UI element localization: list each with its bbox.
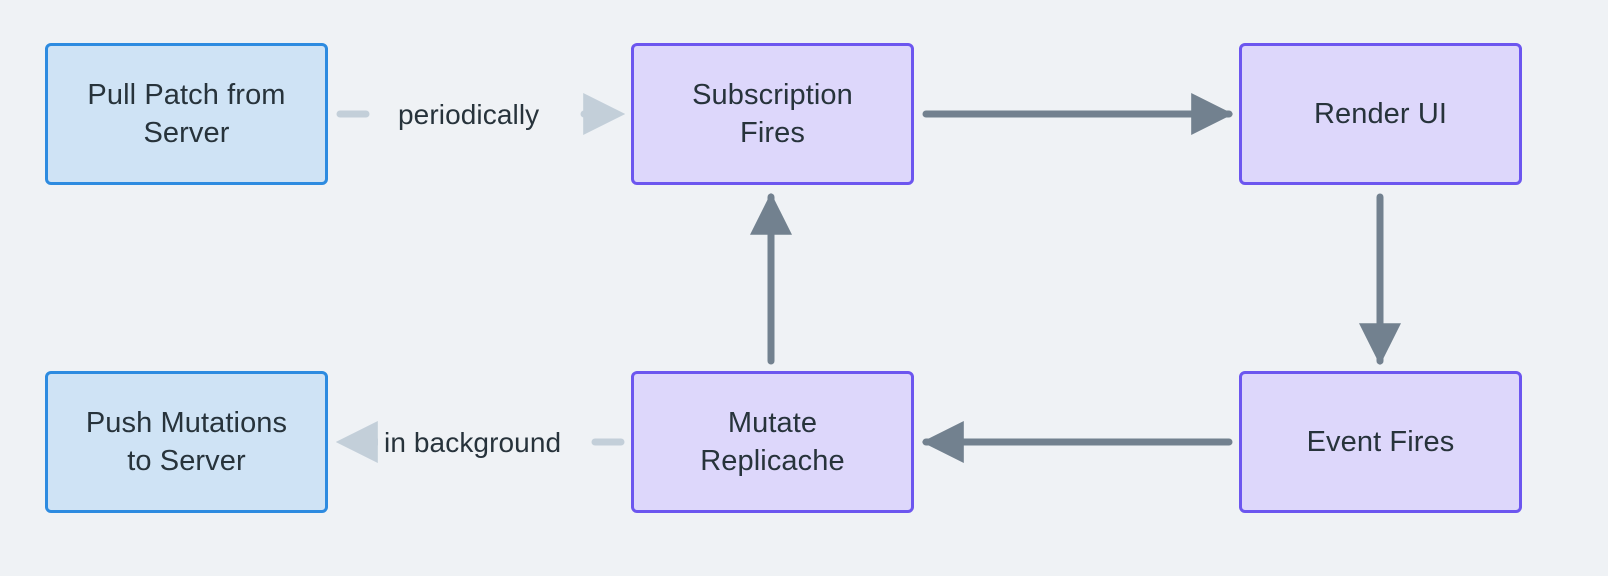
node-mutate-replicache[interactable]: Mutate Replicache [631, 371, 914, 513]
node-pull-patch-from-server[interactable]: Pull Patch from Server [45, 43, 328, 185]
node-label: Subscription Fires [692, 78, 853, 149]
node-label: Event Fires [1306, 425, 1455, 458]
node-label: Pull Patch from Server [87, 78, 286, 149]
node-render-ui[interactable]: Render UI [1239, 43, 1522, 185]
node-label: Push Mutations to Server [85, 406, 288, 477]
node-event-fires[interactable]: Event Fires [1239, 371, 1522, 513]
node-subscription-fires[interactable]: Subscription Fires [631, 43, 914, 185]
edge-label-periodically: periodically [392, 101, 546, 129]
node-label: Mutate Replicache [700, 406, 845, 477]
edge-label-in-background: in background [378, 429, 568, 457]
node-push-mutations-to-server[interactable]: Push Mutations to Server [45, 371, 328, 513]
node-label: Render UI [1313, 97, 1448, 130]
